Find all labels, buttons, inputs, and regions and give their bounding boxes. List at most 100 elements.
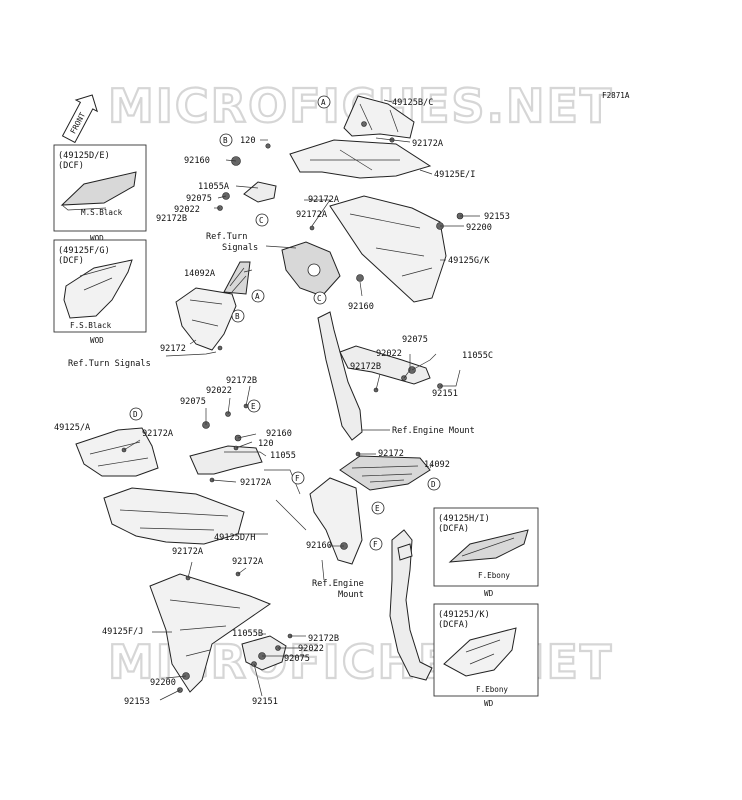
front-cover-part xyxy=(75,427,159,477)
label-92160: 92160 xyxy=(348,302,374,312)
label-49125ei: 49125E/I xyxy=(434,170,475,180)
inset-variant: (DCF) xyxy=(58,161,84,171)
label-92172a: 92172A xyxy=(412,139,444,149)
label-92151: 92151 xyxy=(252,697,278,707)
inset-footer: WD xyxy=(484,699,494,708)
label-92172a: 92172A xyxy=(296,210,328,220)
left-duct-part xyxy=(175,287,237,351)
label-92172a: 92172A xyxy=(172,547,204,557)
front-arrow-icon: FRONT xyxy=(61,94,98,144)
label-120: 120 xyxy=(258,439,274,449)
label-ref-turn: Ref.Turn xyxy=(206,232,247,242)
callout-f: F xyxy=(295,474,300,483)
inset-code: (49125F/G) xyxy=(58,246,110,256)
inset-box-49125jk: (49125J/K) (DCFA) F.Ebony WD xyxy=(433,603,539,708)
label-11055: 11055 xyxy=(270,451,296,461)
callout-c: C xyxy=(259,216,264,225)
label-92172a: 92172A xyxy=(308,195,340,205)
label-49125gk: 49125G/K xyxy=(448,256,490,266)
inset-box-49125fg: (49125F/G) (DCF) F.S.Black WOD xyxy=(53,239,147,345)
bolt-icon xyxy=(217,345,223,351)
figure-code: F2871A xyxy=(602,91,630,100)
label-92172a: 92172A xyxy=(142,429,174,439)
inset-box-49125hi: (49125H/I) (DCFA) F.Ebony WD xyxy=(433,507,539,598)
inset-color: M.S.Black xyxy=(81,208,123,217)
label-11055a: 11055A xyxy=(198,182,230,192)
small-bracket-part xyxy=(243,181,277,203)
cover-part-illustration xyxy=(60,171,137,206)
label-92075: 92075 xyxy=(186,194,212,204)
label-mount: Mount xyxy=(338,590,364,600)
label-92075: 92075 xyxy=(284,654,310,664)
label-ref-engine-mount: Ref.Engine Mount xyxy=(392,426,475,436)
label-92153: 92153 xyxy=(484,212,510,222)
label-92172: 92172 xyxy=(378,449,404,459)
lower-frame-bracket xyxy=(389,529,433,681)
label-92160: 92160 xyxy=(266,429,292,439)
inset-box-49125de: (49125D/E) (DCF) M.S.Black WOD xyxy=(53,144,147,243)
label-92172a: 92172A xyxy=(240,478,272,488)
label-49125fj: 49125F/J xyxy=(102,627,143,637)
cover-part-illustration xyxy=(443,627,517,677)
label-14092a: 14092A xyxy=(184,269,216,279)
label-92172: 92172 xyxy=(160,344,186,354)
bracket-11055 xyxy=(189,445,263,475)
callout-e: E xyxy=(251,402,256,411)
label-92172b: 92172B xyxy=(156,214,187,224)
upper-panel-part xyxy=(289,139,432,179)
callout-a: A xyxy=(321,98,326,107)
label-92022: 92022 xyxy=(298,644,324,654)
inset-color: F.Ebony xyxy=(478,571,510,580)
label-92172a: 92172A xyxy=(232,557,264,567)
label-92075: 92075 xyxy=(402,335,428,345)
inset-footer: WOD xyxy=(90,336,104,345)
inset-code: (49125D/E) xyxy=(58,151,110,161)
label-14092: 14092 xyxy=(424,460,450,470)
label-ref-engine: Ref.Engine xyxy=(312,579,364,589)
label-92172b: 92172B xyxy=(350,362,381,372)
lower-cover-part xyxy=(149,573,272,693)
label-120: 120 xyxy=(240,136,256,146)
inset-color: F.S.Black xyxy=(70,321,112,330)
inset-variant: (DCFA) xyxy=(438,620,469,630)
callout-a: A xyxy=(255,292,260,301)
inset-footer: WOD xyxy=(90,234,104,243)
label-92153: 92153 xyxy=(124,697,150,707)
lower-mesh-screen xyxy=(339,455,431,491)
callout-b: B xyxy=(223,136,228,145)
label-92160: 92160 xyxy=(184,156,210,166)
label-ref-turn-signals: Ref.Turn Signals xyxy=(68,359,151,369)
inset-code: (49125J/K) xyxy=(438,610,490,620)
label-signals: Signals xyxy=(222,243,258,253)
bolt-icon xyxy=(309,225,315,231)
inset-variant: (DCFA) xyxy=(438,524,469,534)
label-49125a: 49125/A xyxy=(54,423,91,433)
label-49125dh: 49125D/H xyxy=(214,533,255,543)
grommet-icon xyxy=(356,274,364,282)
label-92172b: 92172B xyxy=(308,634,339,644)
bolt-icon xyxy=(265,143,271,149)
label-92022: 92022 xyxy=(206,386,232,396)
upper-frame-arm xyxy=(339,345,431,385)
label-49125bc: 49125B/C xyxy=(392,98,433,108)
label-92151: 92151 xyxy=(432,389,458,399)
inset-footer: WD xyxy=(484,589,494,598)
inset-code: (49125H/I) xyxy=(438,514,490,524)
label-92160: 92160 xyxy=(306,541,332,551)
callout-e: E xyxy=(375,504,380,513)
callout-f: F xyxy=(373,540,378,549)
part-labels: 49125B/C 92172A 49125E/I 120 92160 11055… xyxy=(54,98,510,707)
label-11055b: 11055B xyxy=(232,629,263,639)
label-92075: 92075 xyxy=(180,397,206,407)
leader-lines xyxy=(123,99,480,701)
side-cover-part xyxy=(329,195,447,303)
callout-d: D xyxy=(431,480,436,489)
frame-mount-tab xyxy=(397,543,413,561)
inner-panel-part xyxy=(309,477,363,565)
inset-color: F.Ebony xyxy=(476,685,508,694)
label-11055c: 11055C xyxy=(462,351,493,361)
upper-frame-bracket xyxy=(317,311,363,441)
label-92022: 92022 xyxy=(174,205,200,215)
mesh-screen-part xyxy=(223,261,251,295)
